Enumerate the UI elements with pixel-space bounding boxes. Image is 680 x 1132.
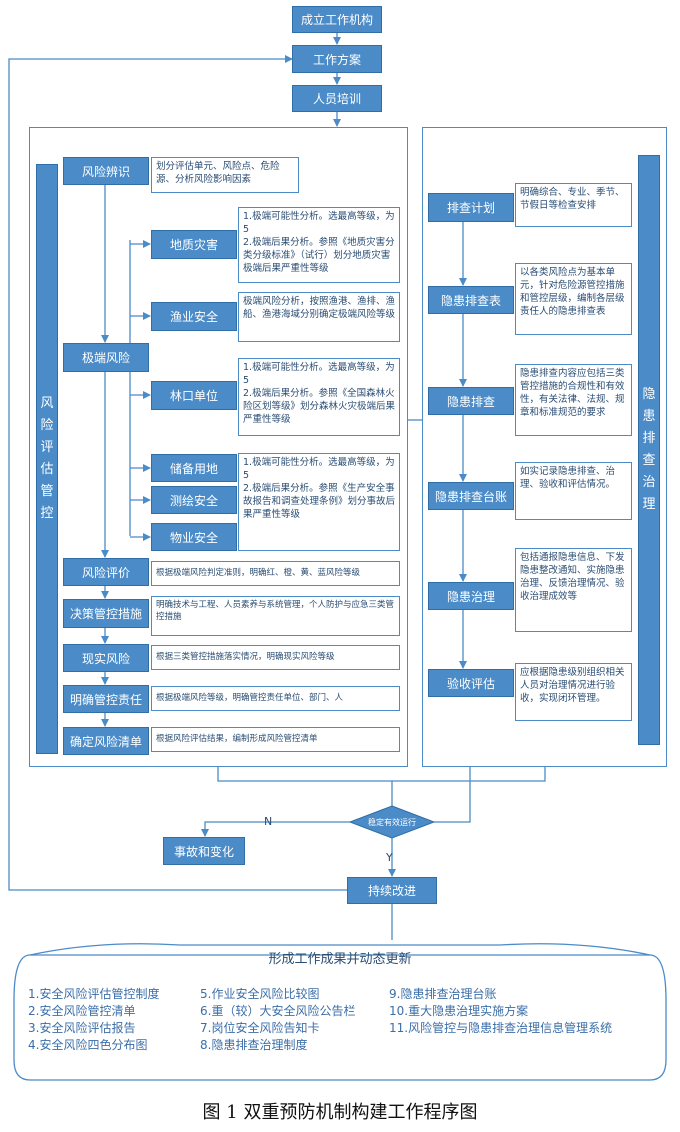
hazard-management-panel xyxy=(422,127,667,767)
forest-unit-box: 林口单位 xyxy=(151,381,237,410)
outcomes-title: 形成工作成果并动态更新 xyxy=(268,952,412,967)
decision-no-label: N xyxy=(264,815,273,828)
continuous-improvement-box: 持续改进 xyxy=(347,877,437,904)
outcome-item: 7.岗位安全风险告知卡 xyxy=(200,1021,320,1035)
work-plan-box: 工作方案 xyxy=(292,45,382,73)
reserve-land-box: 储备用地 xyxy=(151,454,237,482)
shared-extreme-desc: 1.极端可能性分析。选最高等级，为5 2.极端后果分析。参照《生产安全事故报告和… xyxy=(238,453,400,551)
outcomes-column-3: 9.隐患排查治理台账 10.重大隐患治理实施方案 11.风险管控与隐患排查治理信… xyxy=(389,986,651,1037)
outcomes-column-2: 5.作业安全风险比较图 6.重（较）大安全风险公告栏 7.岗位安全风险告知卡 8… xyxy=(200,986,385,1054)
actual-risk-box: 现实风险 xyxy=(63,644,149,672)
risk-assessment-panel xyxy=(29,127,408,767)
hazard-checklist-desc: 以各类风险点为基本单元，针对危险源管控措施和管控层级，编制各层级责任人的隐患排查… xyxy=(515,263,632,335)
outcome-item: 10.重大隐患治理实施方案 xyxy=(389,1004,529,1018)
geo-disaster-desc: 1.极端可能性分析。选最高等级，为5 2.极端后果分析。参照《地质灾害分类分级标… xyxy=(238,207,400,283)
accident-change-box: 事故和变化 xyxy=(163,837,245,865)
actual-risk-desc: 根据三类管控措施落实情况，明确现实风险等级 xyxy=(151,645,400,670)
acceptance-evaluation-desc: 应根据隐患级别组织相关人员对治理情况进行验收，实现闭环管理。 xyxy=(515,663,632,721)
risk-identification-box: 风险辨识 xyxy=(63,157,149,185)
risk-identification-desc: 划分评估单元、风险点、危险源、分析风险影响因素 xyxy=(151,157,299,193)
risk-list-desc: 根据风险评估结果，编制形成风险管控清单 xyxy=(151,727,400,752)
fishery-safety-desc: 极端风险分析，按照渔港、渔排、渔船、渔港海域分别确定极端风险等级 xyxy=(238,292,400,342)
hazard-treatment-desc: 包括通报隐患信息、下发隐患整改通知、实施隐患治理、反馈治理情况、验收治理成效等 xyxy=(515,548,632,632)
outcome-item: 2.安全风险管控清单 xyxy=(28,1004,136,1018)
geo-disaster-box: 地质灾害 xyxy=(151,230,237,259)
outcome-item: 5.作业安全风险比较图 xyxy=(200,987,320,1001)
property-safety-box: 物业安全 xyxy=(151,523,237,551)
hazard-ledger-desc: 如实记录隐患排查、治理、验收和评估情况。 xyxy=(515,462,632,520)
inspection-plan-desc: 明确综合、专业、季节、节假日等检查安排 xyxy=(515,183,632,227)
risk-assessment-sidebar: 风险评估管控 xyxy=(36,164,58,754)
surveying-safety-box: 测绘安全 xyxy=(151,486,237,514)
forest-unit-desc: 1.极端可能性分析。选最高等级，为5 2.极端后果分析。参照《全国森林火险区划等… xyxy=(238,358,400,436)
figure-caption: 图 1 双重预防机制构建工作程序图 xyxy=(202,1102,478,1123)
control-responsibility-desc: 根据极端风险等级，明确管控责任单位、部门、人 xyxy=(151,686,400,711)
hazard-checklist-box: 隐患排查表 xyxy=(428,286,514,314)
inspection-plan-box: 排查计划 xyxy=(428,193,514,222)
training-box: 人员培训 xyxy=(292,85,382,112)
decision-yes-label: Y xyxy=(386,851,393,864)
hazard-ledger-box: 隐患排查台账 xyxy=(428,482,514,510)
outcome-item: 8.隐患排查治理制度 xyxy=(200,1038,308,1052)
hazard-inspection-desc: 隐患排查内容应包括三类管控措施的合规性和有效性，有关法律、法规、规章和标准规范的… xyxy=(515,364,632,436)
outcomes-column-1: 1.安全风险评估管控制度 2.安全风险管控清单 3.安全风险评估报告 4.安全风… xyxy=(28,986,203,1054)
risk-evaluation-desc: 根据极端风险判定准则，明确红、橙、黄、蓝风险等级 xyxy=(151,561,400,586)
outcome-item: 9.隐患排查治理台账 xyxy=(389,987,497,1001)
outcome-item: 1.安全风险评估管控制度 xyxy=(28,987,160,1001)
decision-measures-box: 决策管控措施 xyxy=(63,599,149,628)
establish-org-box: 成立工作机构 xyxy=(292,6,382,33)
outcome-item: 6.重（较）大安全风险公告栏 xyxy=(200,1004,356,1018)
hazard-inspection-box: 隐患排查 xyxy=(428,387,514,415)
risk-list-box: 确定风险清单 xyxy=(63,727,149,755)
control-responsibility-box: 明确管控责任 xyxy=(63,685,149,713)
outcome-item: 11.风险管控与隐患排查治理信息管理系统 xyxy=(389,1021,613,1035)
fishery-safety-box: 渔业安全 xyxy=(151,302,237,331)
hazard-treatment-box: 隐患治理 xyxy=(428,582,514,610)
stable-operation-decision: 稳定有效运行 xyxy=(368,817,416,827)
outcome-item: 3.安全风险评估报告 xyxy=(28,1021,136,1035)
outcome-item: 4.安全风险四色分布图 xyxy=(28,1038,148,1052)
extreme-risk-box: 极端风险 xyxy=(63,343,149,372)
risk-evaluation-box: 风险评价 xyxy=(63,558,149,586)
decision-measures-desc: 明确技术与工程、人员素养与系统管理，个人防护与应急三类管控措施 xyxy=(151,596,400,636)
acceptance-evaluation-box: 验收评估 xyxy=(428,669,514,697)
hazard-management-sidebar: 隐患排查治理 xyxy=(638,155,660,745)
